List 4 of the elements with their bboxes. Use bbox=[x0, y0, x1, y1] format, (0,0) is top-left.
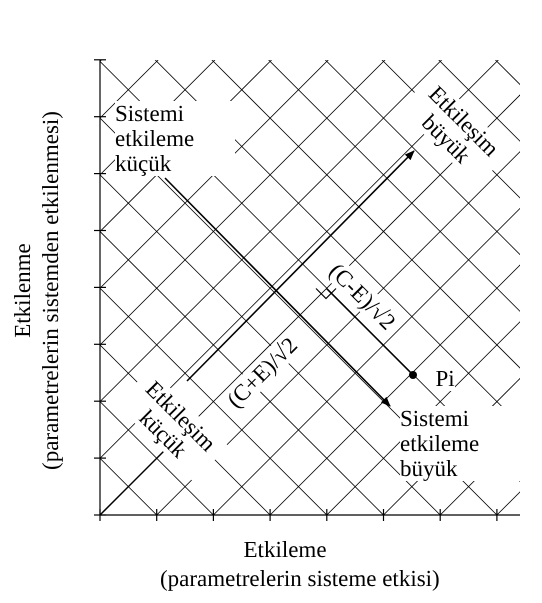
arrow bbox=[186, 150, 415, 382]
axis-end-label: Sistemi etkileme küçük bbox=[115, 100, 235, 176]
axis-end-label: Sistemi etkileme büyük bbox=[400, 406, 520, 480]
arrow bbox=[164, 177, 391, 407]
